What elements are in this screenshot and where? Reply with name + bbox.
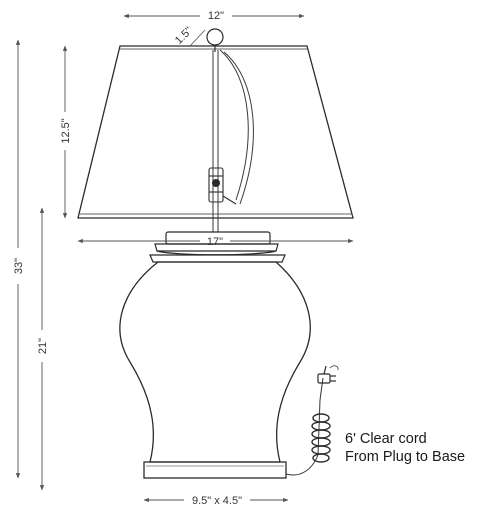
label-total-height: 33" [13,258,25,274]
label-base-height: 21" [37,338,49,354]
label-finial: 1.5" [173,25,195,47]
label-base-footprint: 9.5" x 4.5" [192,495,242,507]
vase-body [119,261,311,463]
finial [206,28,224,52]
power-cord [285,377,324,476]
label-shade-bottom: 17" [207,236,223,248]
socket [208,167,237,205]
cord-note-line2: From Plug to Base [345,449,466,465]
cord-note: 6' Clear cord From Plug to Base [345,430,465,466]
lamp-neck [149,231,286,263]
lamp-shade [77,45,354,219]
base-plinth [143,461,287,479]
label-shade-height: 12.5" [60,118,72,143]
cord-coil [311,413,331,463]
dim-finial [189,29,206,47]
harp [212,49,254,232]
plug-icon [317,365,339,384]
label-shade-top: 12" [208,10,224,22]
cord-note-line1: 6' Clear cord [345,431,427,447]
